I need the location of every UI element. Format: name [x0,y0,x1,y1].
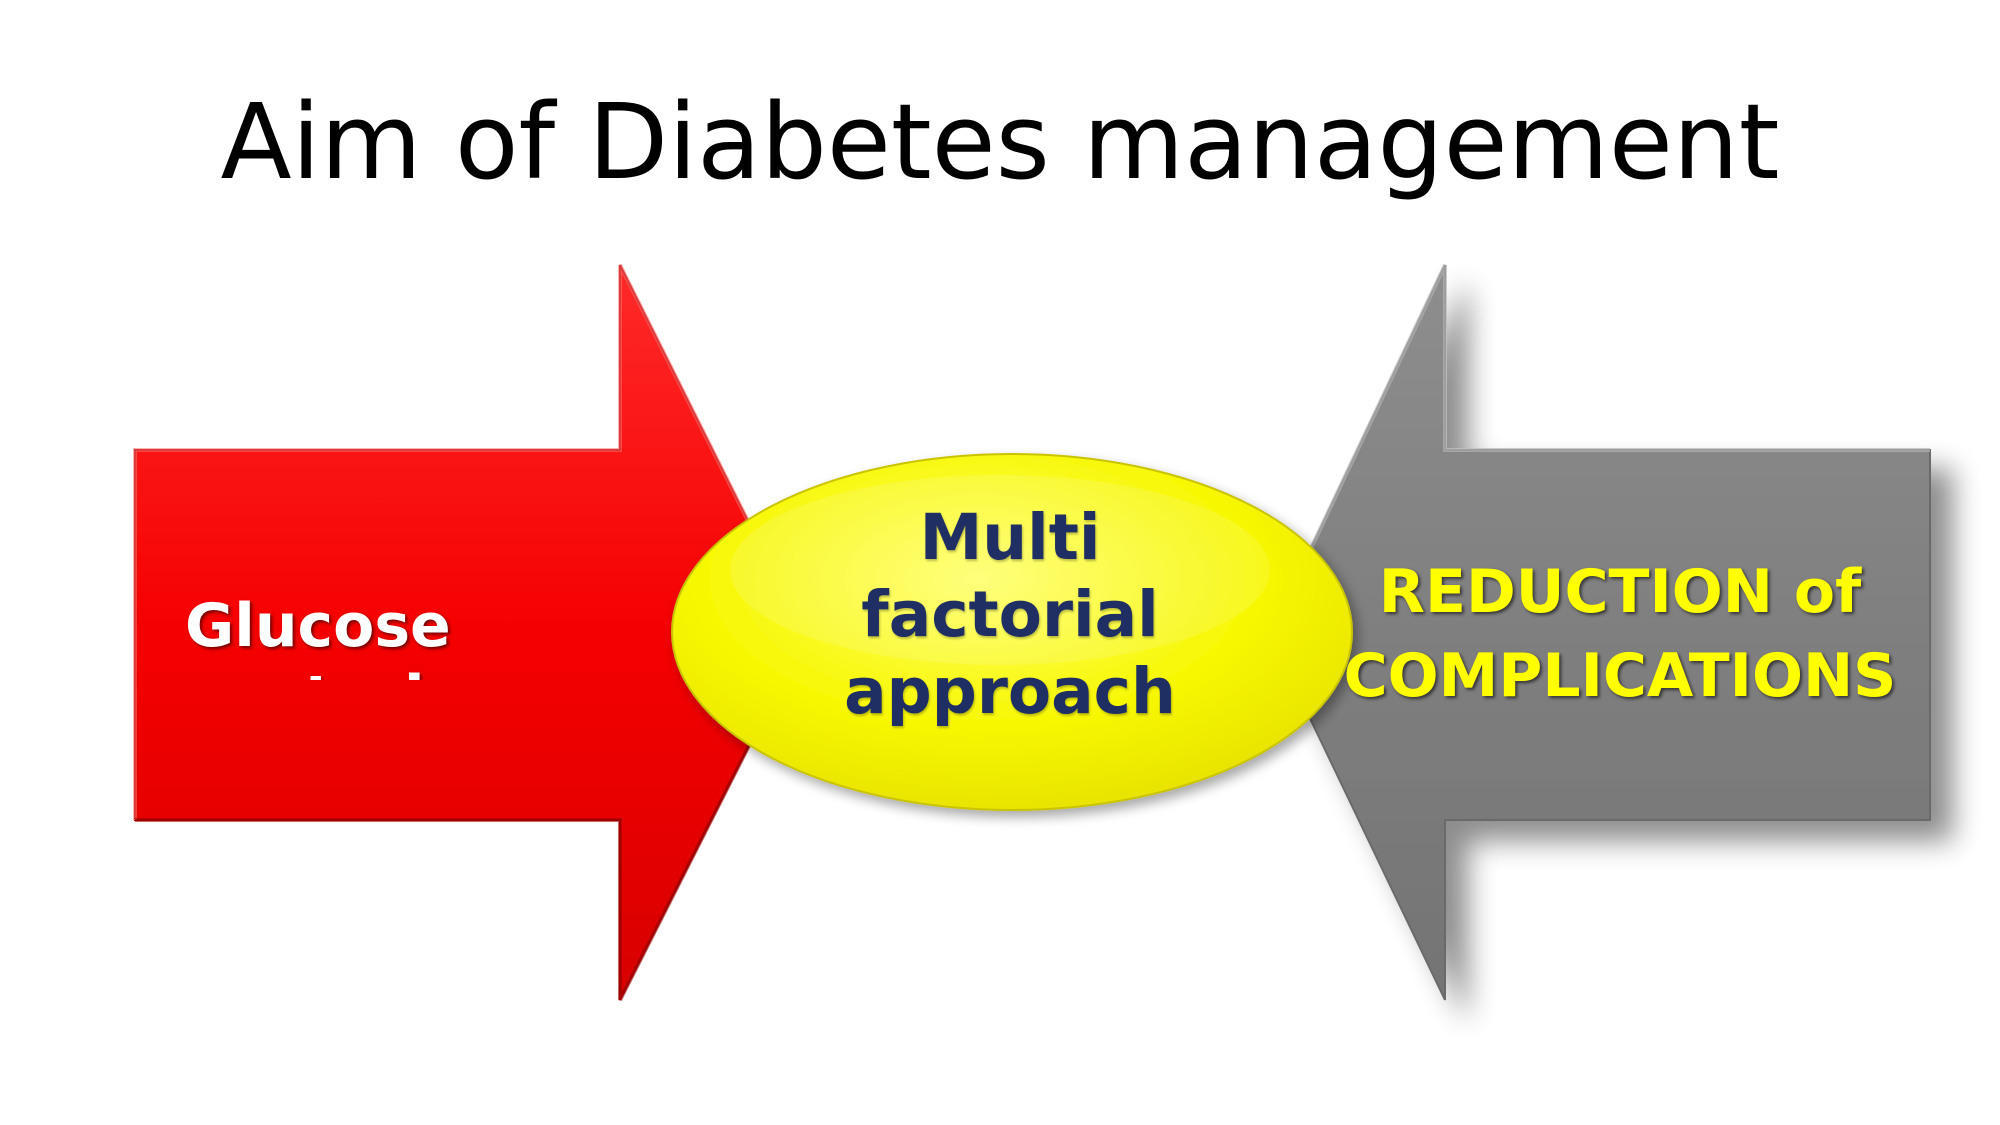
slide-title: Aim of Diabetes management [220,81,1780,203]
reduction-of-complications-label: REDUCTION of COMPLICATIONS [1343,557,1897,711]
multifactorial-approach-label: Multi factorial approach [844,501,1176,728]
left-arrow-shape [133,264,807,1001]
right-arrow-shape [1268,264,1931,1001]
center-ellipse-shape [671,453,1353,811]
glucose-control-label: Glucose control [185,591,451,680]
